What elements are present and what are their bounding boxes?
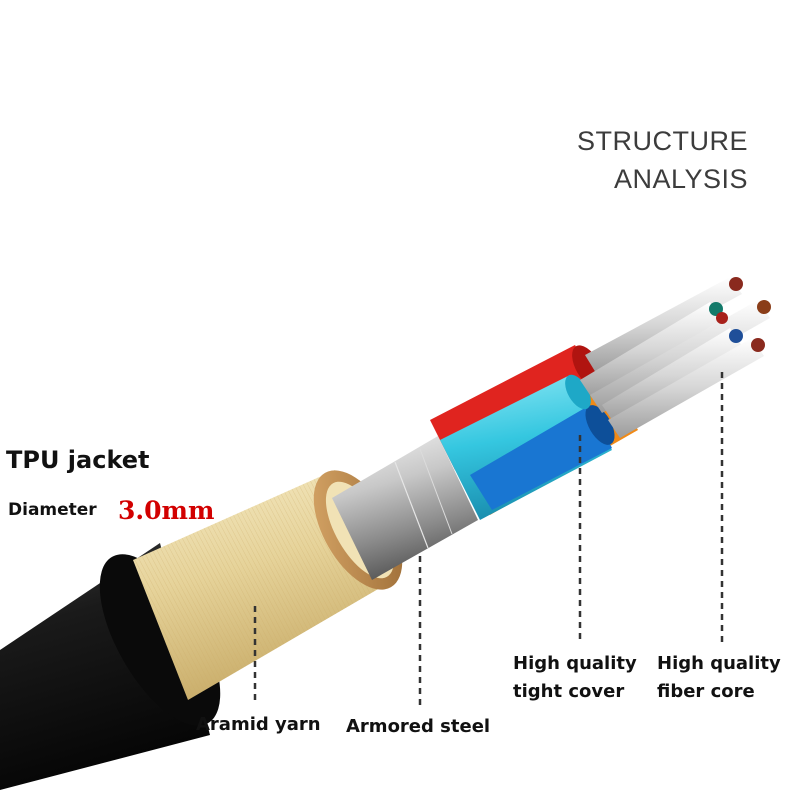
fiber-tube-5 [608,338,764,438]
tight-cover-blue [470,405,612,510]
fiber-tube-3 [590,300,770,413]
armored-steel-body [332,436,478,580]
label-tpu-jacket: TPU jacket [6,446,150,474]
fiber-core-ends [709,277,771,352]
title-line-1: STRUCTURE [577,126,748,156]
leader-lines [253,372,724,708]
label-fiber-core-line-1: High quality [657,653,781,674]
label-fiber-core-line-2: fiber core [657,681,755,702]
fiber-tubes [580,277,770,438]
label-diameter: Diameter [8,500,97,520]
diameter-value: 3.0mm [118,496,215,525]
label-armored-steel: Armored steel [346,716,491,737]
label-fiber-core: High quality fiber core [657,650,781,706]
fiber-tube-2 [580,302,722,398]
label-aramid-yarn: Aramid yarn [196,714,321,735]
fiber-tube-4 [602,328,742,423]
label-tight-cover-line-2: tight cover [513,681,625,702]
fiber-tube-1 [585,277,742,373]
label-tight-cover: High quality tight cover [513,650,637,706]
title-line-2: ANALYSIS [613,164,748,194]
label-tight-cover-line-1: High quality [513,653,637,674]
